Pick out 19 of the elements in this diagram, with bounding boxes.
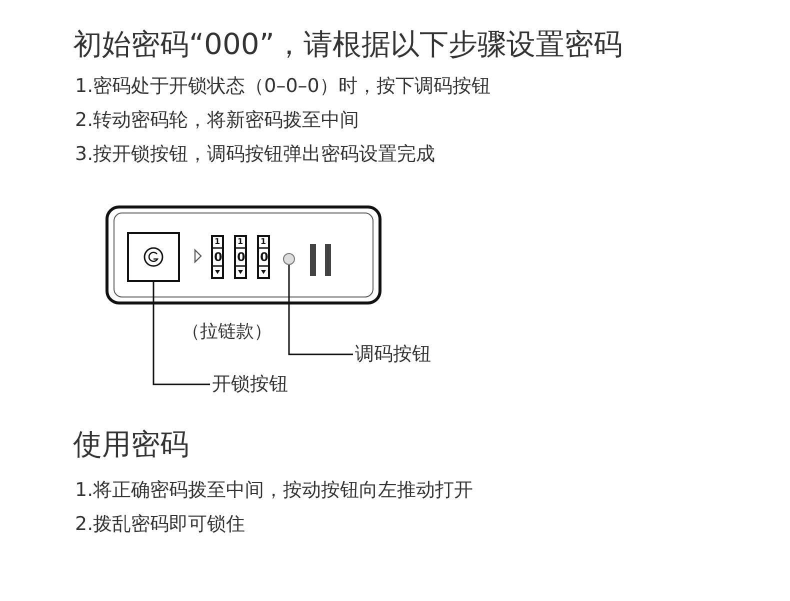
heading: 初始密码“000”，请根据以下步骤设置密码 [73, 27, 622, 62]
step-text: 2.拨乱密码即可锁住 [75, 513, 246, 536]
callout-text: 调码按钮 [355, 343, 431, 366]
leader-line [152, 282, 210, 386]
heading: 使用密码 [73, 427, 189, 462]
wheel-digit: 1 [214, 238, 220, 246]
wheel-digit: 1 [260, 238, 266, 246]
step-text: 1.将正确密码拨至中间，按动按钮向左推动打开 [75, 479, 474, 502]
model-note: （拉链款） [182, 321, 272, 343]
wheel-digit: 0 [237, 251, 246, 263]
leader-line [288, 265, 353, 356]
callout-text: 开锁按钮 [212, 373, 288, 396]
wheel-digit: 0 [214, 251, 222, 263]
wheel-digit: 0 [260, 251, 268, 263]
step-text: 3.按开锁按钮，调码按钮弹出密码设置完成 [75, 143, 436, 166]
wheel-digit: 1 [238, 238, 244, 246]
unlock-button [127, 232, 180, 282]
step-text: 1.密码处于开锁状态（0–0–0）时，按下调码按钮 [75, 75, 490, 98]
step-text: 2.转动密码轮，将新密码拨至中间 [75, 109, 360, 132]
